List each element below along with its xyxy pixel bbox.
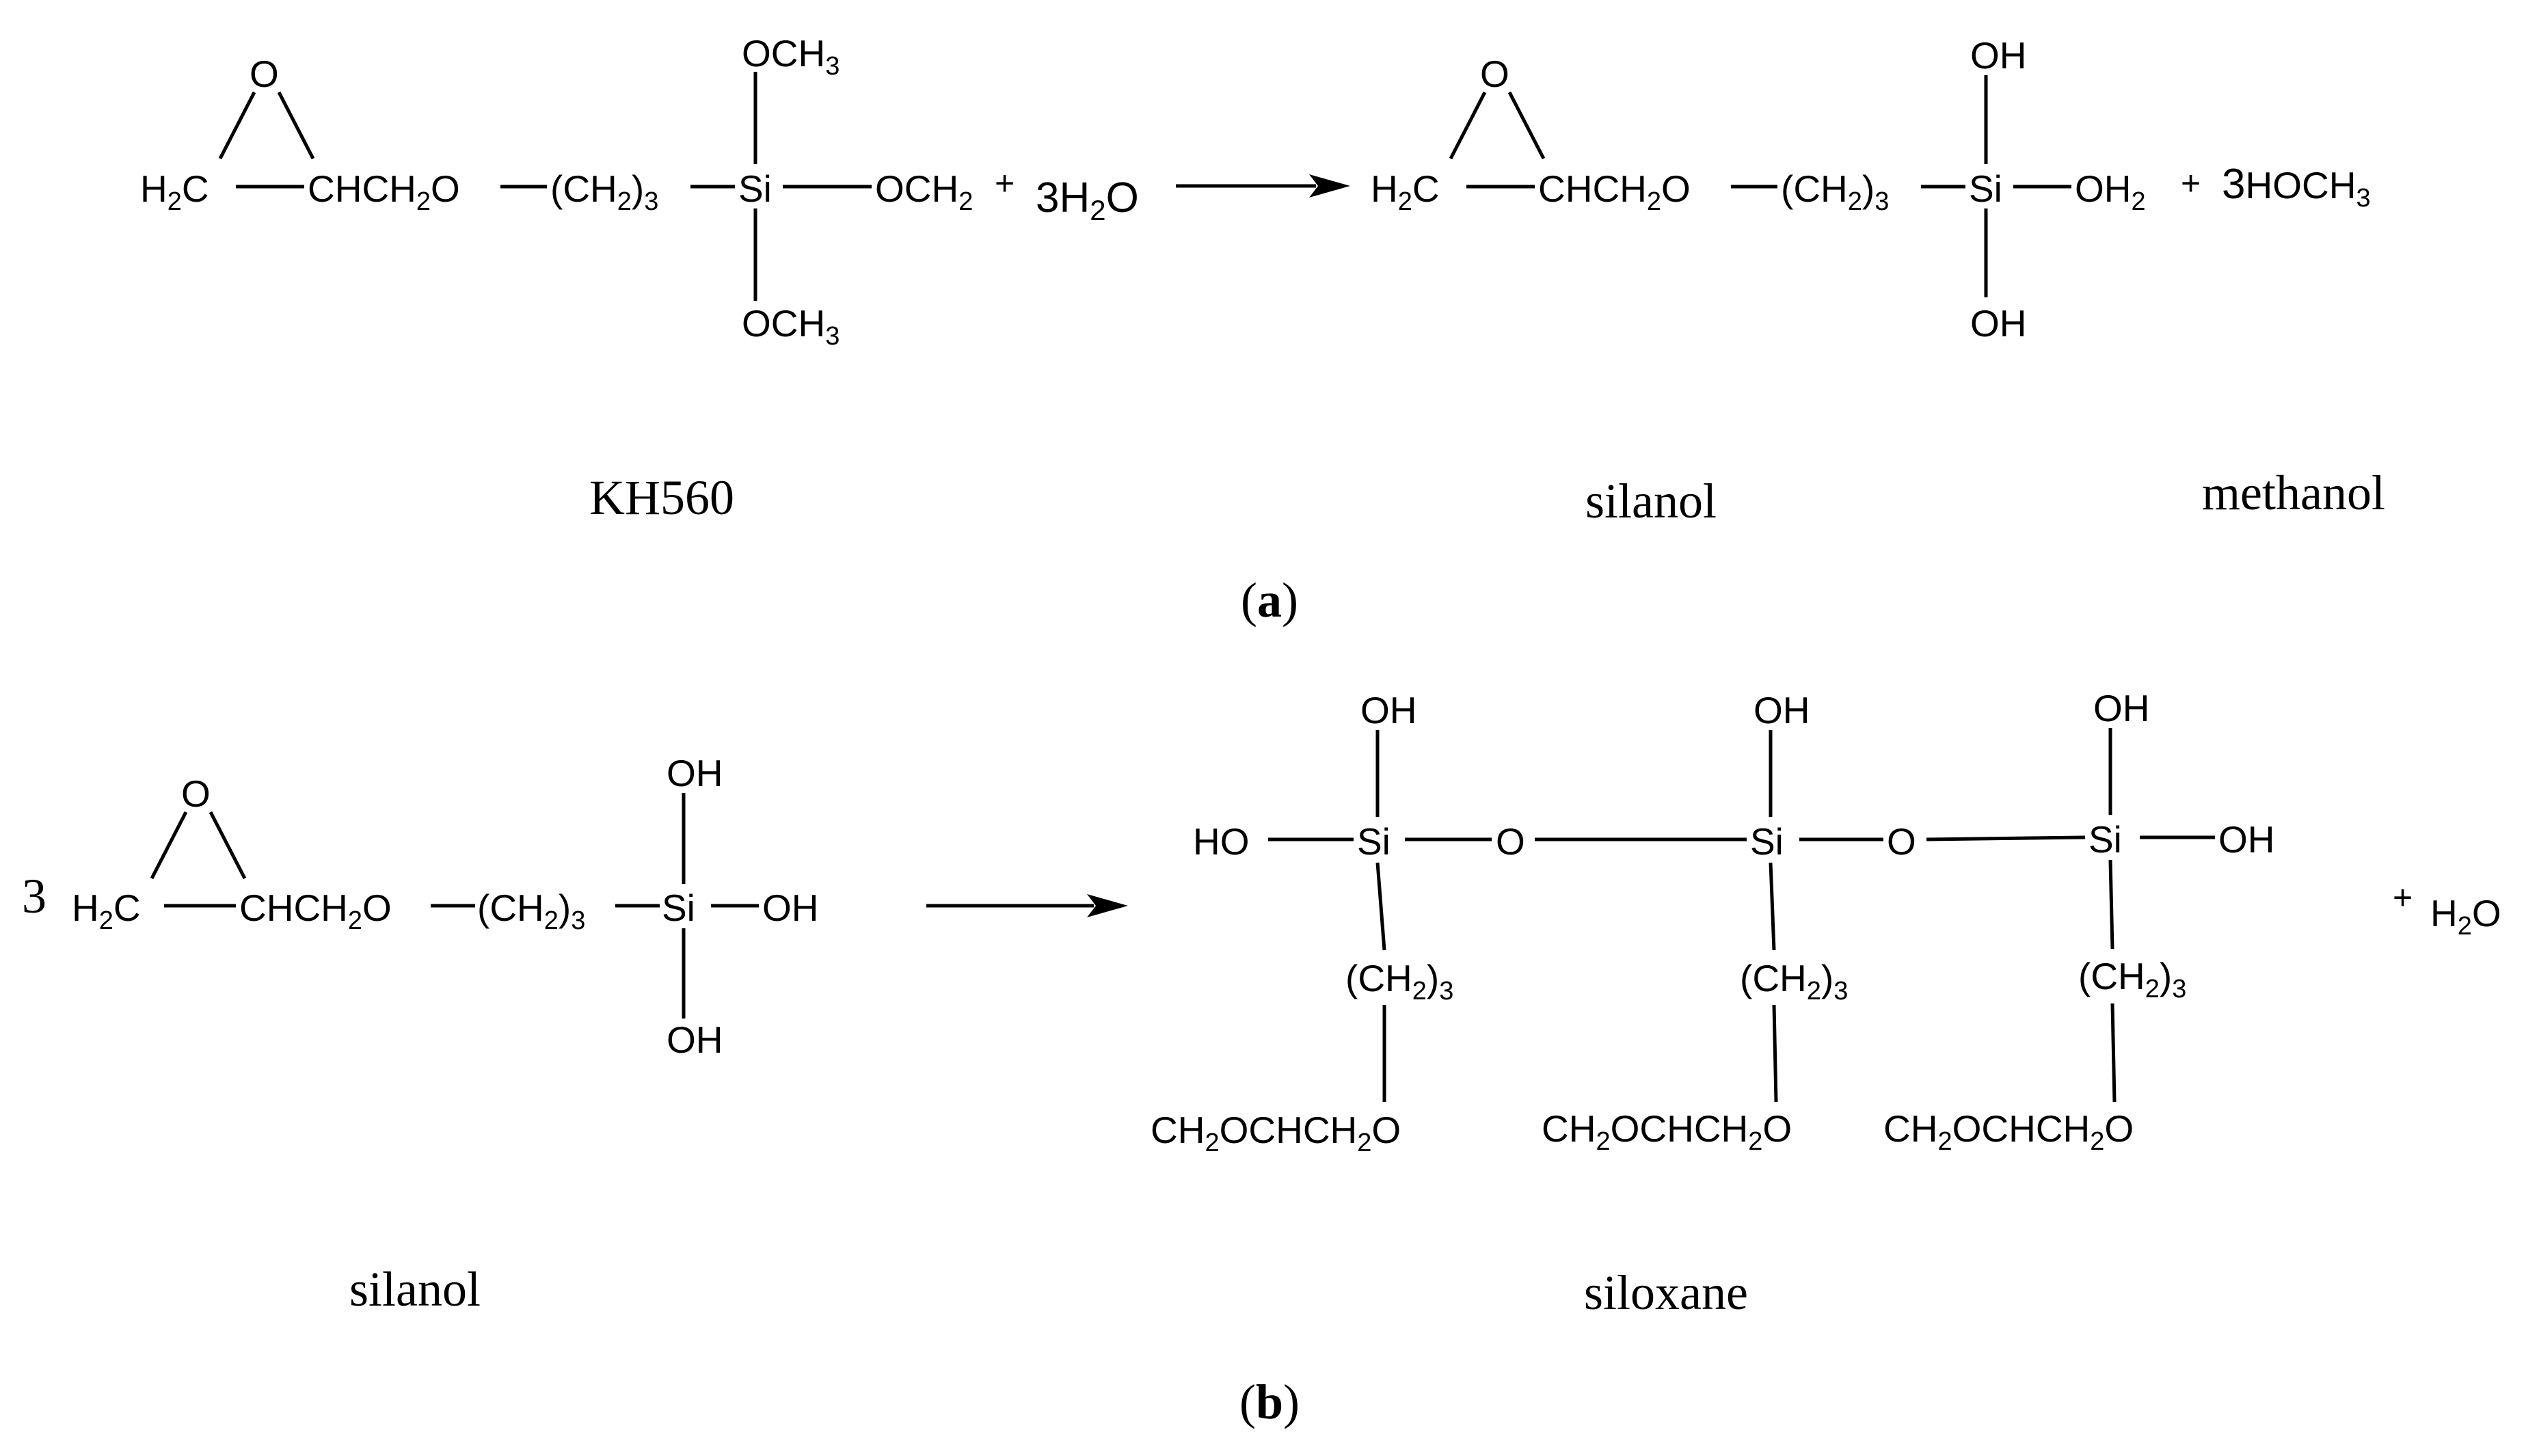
propyl-chain: (CH2)3 <box>1781 167 1889 216</box>
plus-sign: + <box>2181 164 2201 202</box>
glycidyl-tail: CH2OCHCH2O <box>1542 1107 1792 1156</box>
epoxide-oxygen: O <box>181 772 211 815</box>
methoxy-top: OCH3 <box>742 32 839 81</box>
siloxane-unit-1: Si OH (CH2)3 CH2OCHCH2O <box>1151 689 1453 1157</box>
propyl-chain: (CH2)3 <box>1740 957 1848 1006</box>
chain-chch2o: CHCH2O <box>1538 167 1691 216</box>
label-silanol: silanol <box>349 1262 481 1317</box>
bond-chain-tail <box>1772 1004 1778 1103</box>
bond-si-chain <box>2108 859 2114 949</box>
hydroxyl-right: OH2 <box>2075 167 2146 216</box>
label-silanol: silanol <box>1585 474 1717 528</box>
silicon-atom: Si <box>738 167 772 210</box>
silicon-atom: Si <box>662 887 695 929</box>
bond-si-chain <box>1375 862 1386 951</box>
water-formula: H2O <box>2430 892 2501 941</box>
h2c-group: H2C <box>140 167 209 216</box>
kh560-structure: O H2C CHCH2O (CH2)3 Si OCH3 OCH2 + OCH3 <box>140 32 1015 351</box>
reaction-arrow-a <box>1176 174 1350 198</box>
panel-label-a: (a) <box>1241 573 1298 628</box>
methanol-formula: 3HOCH3 <box>2222 161 2371 213</box>
silanol-structure: O H2C CHCH2O (CH2)3 Si OH OH2 OH <box>1371 34 2146 345</box>
silicon-atom: Si <box>1357 820 1391 863</box>
siloxane-structure: HO Si OH (CH2)3 CH2OCHCH2O O Si OH <box>1151 687 2275 1157</box>
epoxide-oxygen: O <box>250 53 279 95</box>
bond-chain-tail <box>2110 1003 2117 1103</box>
propyl-chain: (CH2)3 <box>477 887 585 935</box>
bond-si-chain <box>1769 862 1776 951</box>
stoich-coefficient: 3 <box>22 869 46 924</box>
hydroxyl-left-terminal: HO <box>1193 820 1250 863</box>
hydroxyl-top: OH <box>1754 689 1810 731</box>
methoxy-bottom: OCH3 <box>742 302 839 351</box>
bridging-oxygen-2: O <box>1887 820 1916 863</box>
ring-bond-left <box>1449 91 1487 160</box>
propyl-chain: (CH2)3 <box>1345 957 1453 1006</box>
propyl-chain: (CH2)3 <box>2078 955 2186 1003</box>
silicon-atom: Si <box>1750 820 1784 863</box>
reaction-arrow-b <box>926 894 1128 917</box>
hydroxyl-right-terminal: OH <box>2218 818 2275 861</box>
panel-b: 3 O H2C CHCH2O (CH2)3 Si OH OH OH HO <box>22 687 2501 1429</box>
ring-bond-right <box>1507 91 1546 160</box>
hydroxyl-top: OH <box>1360 689 1417 731</box>
h2c-group: H2C <box>72 887 141 935</box>
bond-o-si3 <box>1926 835 2086 841</box>
bridging-oxygen-1: O <box>1496 820 1525 863</box>
water-byproduct: + H2O <box>2393 878 2501 941</box>
ring-bond-left <box>218 91 256 160</box>
methoxy-right: OCH2 <box>875 167 973 216</box>
hydroxyl-right: OH <box>762 887 819 929</box>
label-kh560: KH560 <box>589 470 734 525</box>
silanol-reactant-structure: O H2C CHCH2O (CH2)3 Si OH OH OH <box>72 752 819 1061</box>
h2c-group: H2C <box>1371 167 1440 216</box>
hydroxyl-bottom: OH <box>667 1019 723 1061</box>
label-methanol: methanol <box>2202 466 2385 520</box>
label-siloxane: siloxane <box>1584 1265 1748 1320</box>
methanol-byproduct: + 3HOCH3 <box>2181 161 2371 213</box>
panel-a: O H2C CHCH2O (CH2)3 Si OCH3 OCH2 + OCH3 … <box>140 32 2385 628</box>
chain-chch2o: CHCH2O <box>239 887 392 935</box>
siloxane-unit-2: Si OH (CH2)3 CH2OCHCH2O <box>1542 689 1848 1156</box>
hydroxyl-top: OH <box>1970 34 2027 77</box>
silicon-atom: Si <box>1969 167 2002 210</box>
ring-bond-right <box>209 811 247 880</box>
epoxide-oxygen: O <box>1480 53 1509 95</box>
plus-sign: + <box>995 164 1015 202</box>
ring-bond-right <box>277 91 315 160</box>
water-reagent: 3H2O <box>1036 174 1139 226</box>
hydroxyl-bottom: OH <box>1970 302 2027 345</box>
propyl-chain: (CH2)3 <box>550 167 658 216</box>
glycidyl-tail: CH2OCHCH2O <box>1151 1109 1401 1157</box>
plus-sign: + <box>2393 878 2413 917</box>
hydroxyl-top: OH <box>2093 687 2150 729</box>
ring-bond-left <box>150 811 188 880</box>
siloxane-unit-3: Si OH (CH2)3 CH2OCHCH2O <box>1883 687 2186 1156</box>
glycidyl-tail: CH2OCHCH2O <box>1883 1107 2134 1156</box>
hydroxyl-top: OH <box>667 752 723 794</box>
chain-chch2o: CHCH2O <box>308 167 460 216</box>
silicon-atom: Si <box>2088 818 2122 861</box>
panel-label-b: (b) <box>1239 1375 1300 1429</box>
